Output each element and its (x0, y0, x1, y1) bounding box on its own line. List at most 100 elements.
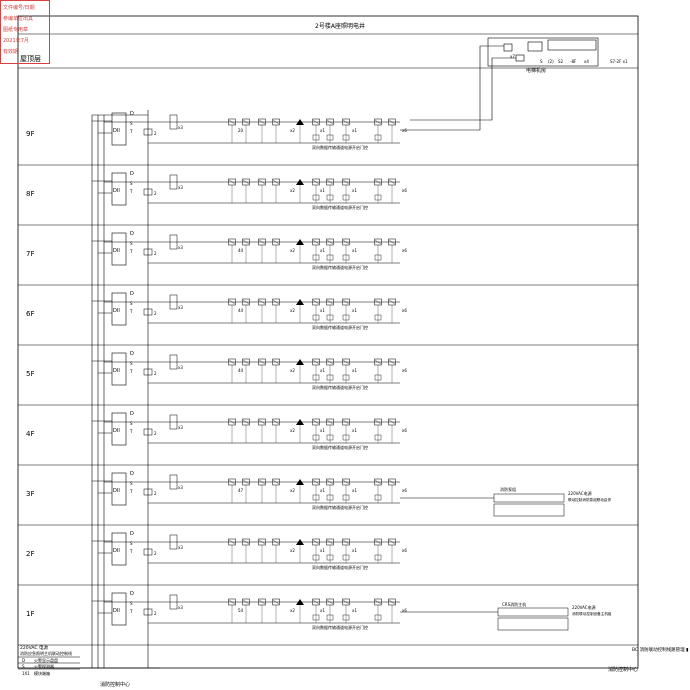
s-label: S (130, 541, 133, 546)
count-a: 54 (238, 608, 244, 613)
legend-row-2-text: 模块端箱 (34, 670, 50, 676)
approval-stamp: 文件编号/日期 参编单位出具 图纸专用章 2021年7月 有效期 (0, 0, 50, 64)
detector-mark (258, 479, 266, 485)
detector-mark (342, 239, 350, 245)
count-b: 2 (154, 551, 157, 556)
feeder-to-elevator-2 (410, 57, 516, 121)
detector-mark (312, 599, 320, 605)
module-box (374, 254, 382, 261)
floor-label: 9F (26, 130, 34, 138)
x1-label: x1 (320, 608, 325, 613)
x6-label: x6 (402, 368, 407, 373)
count-a: 20 (238, 128, 244, 133)
d-label: D (130, 291, 134, 297)
module-box (342, 314, 350, 321)
detector-mark (342, 479, 350, 485)
x3-label: x3 (178, 125, 183, 130)
detector-mark (272, 599, 280, 605)
t-label: T (129, 369, 133, 374)
junction-box (143, 428, 153, 436)
detector-mark (326, 239, 334, 245)
dii-module (111, 532, 127, 566)
detector-mark (342, 119, 350, 125)
detector-mark (258, 419, 266, 425)
junction-box (143, 308, 153, 316)
x3-label: x3 (178, 545, 183, 550)
alarm-bell-icon (296, 599, 304, 605)
detector-mark (242, 479, 250, 485)
detector-mark (374, 179, 382, 185)
floor-label: 7F (26, 250, 34, 258)
floor-label: 3F (26, 490, 34, 498)
dii-label: DII (113, 488, 120, 494)
detector-mark (272, 359, 280, 365)
x3-label: x3 (178, 605, 183, 610)
row-note: 双向数据传输通道电源开启门控 (312, 564, 368, 570)
x1-label: x1 (320, 548, 325, 553)
x2-label: x2 (290, 488, 295, 493)
x3-label: x3 (178, 305, 183, 310)
legend-row-0-text: 火警显示盘盘 (34, 657, 58, 663)
t-label: T (129, 309, 133, 314)
d-label: D (130, 411, 134, 417)
module-box (326, 314, 334, 321)
module-box (326, 134, 334, 141)
elevator-item-0: x7 (510, 54, 515, 59)
module-box (342, 254, 350, 261)
detector-mark (388, 179, 396, 185)
module-box (312, 314, 320, 321)
dii-module (111, 352, 127, 386)
detector-mark (228, 599, 236, 605)
footer-right-center: 消防控制中心 (608, 666, 638, 673)
detector-mark (258, 539, 266, 545)
module-box (342, 434, 350, 441)
row-note: 双向数据传输通道电源开启门控 (312, 264, 368, 270)
x6-label: x6 (402, 548, 407, 553)
row-note: 双向数据传输通道电源开启门控 (312, 204, 368, 210)
detector-mark (388, 599, 396, 605)
side-panel-1-title: CRS消防主机 (502, 601, 526, 607)
detector-mark (242, 179, 250, 185)
count-a: 44 (238, 368, 244, 373)
floor-label: 6F (26, 310, 34, 318)
stamp-line-3: 2021年7月 (3, 38, 29, 44)
d-label: D (130, 471, 134, 477)
detector-mark (388, 359, 396, 365)
junction-box (143, 368, 153, 376)
side-panel-0-label: 220VAC电源 (568, 490, 592, 496)
count-b: 2 (154, 431, 157, 436)
x6-label: x6 (402, 248, 407, 253)
module-box (326, 254, 334, 261)
module-box (374, 614, 382, 621)
stamp-line-4: 有效期 (3, 49, 19, 55)
d-label: D (130, 591, 134, 597)
x1-label-2: x1 (352, 248, 357, 253)
detector-mark (272, 239, 280, 245)
detector-mark (342, 359, 350, 365)
s-label: S (130, 361, 133, 366)
detector-mark (312, 239, 320, 245)
detector-mark (312, 299, 320, 305)
x3-label: x3 (178, 485, 183, 490)
module-box (342, 194, 350, 201)
alarm-bell-icon (296, 479, 304, 485)
detector-mark (242, 359, 250, 365)
module-box (374, 494, 382, 501)
detector-mark (312, 419, 320, 425)
detector-mark (272, 539, 280, 545)
legend-row-2-symbol: 1X1 (22, 671, 30, 676)
detector-mark (326, 539, 334, 545)
x6-label: x6 (402, 608, 407, 613)
alarm-bell-icon (296, 539, 304, 545)
count-b: 2 (154, 311, 157, 316)
module-box (374, 194, 382, 201)
dii-label: DII (113, 248, 120, 254)
detector-mark (374, 299, 382, 305)
floor-label: 4F (26, 430, 34, 438)
row-note: 双向数据传输通道电源开启门控 (312, 324, 368, 330)
